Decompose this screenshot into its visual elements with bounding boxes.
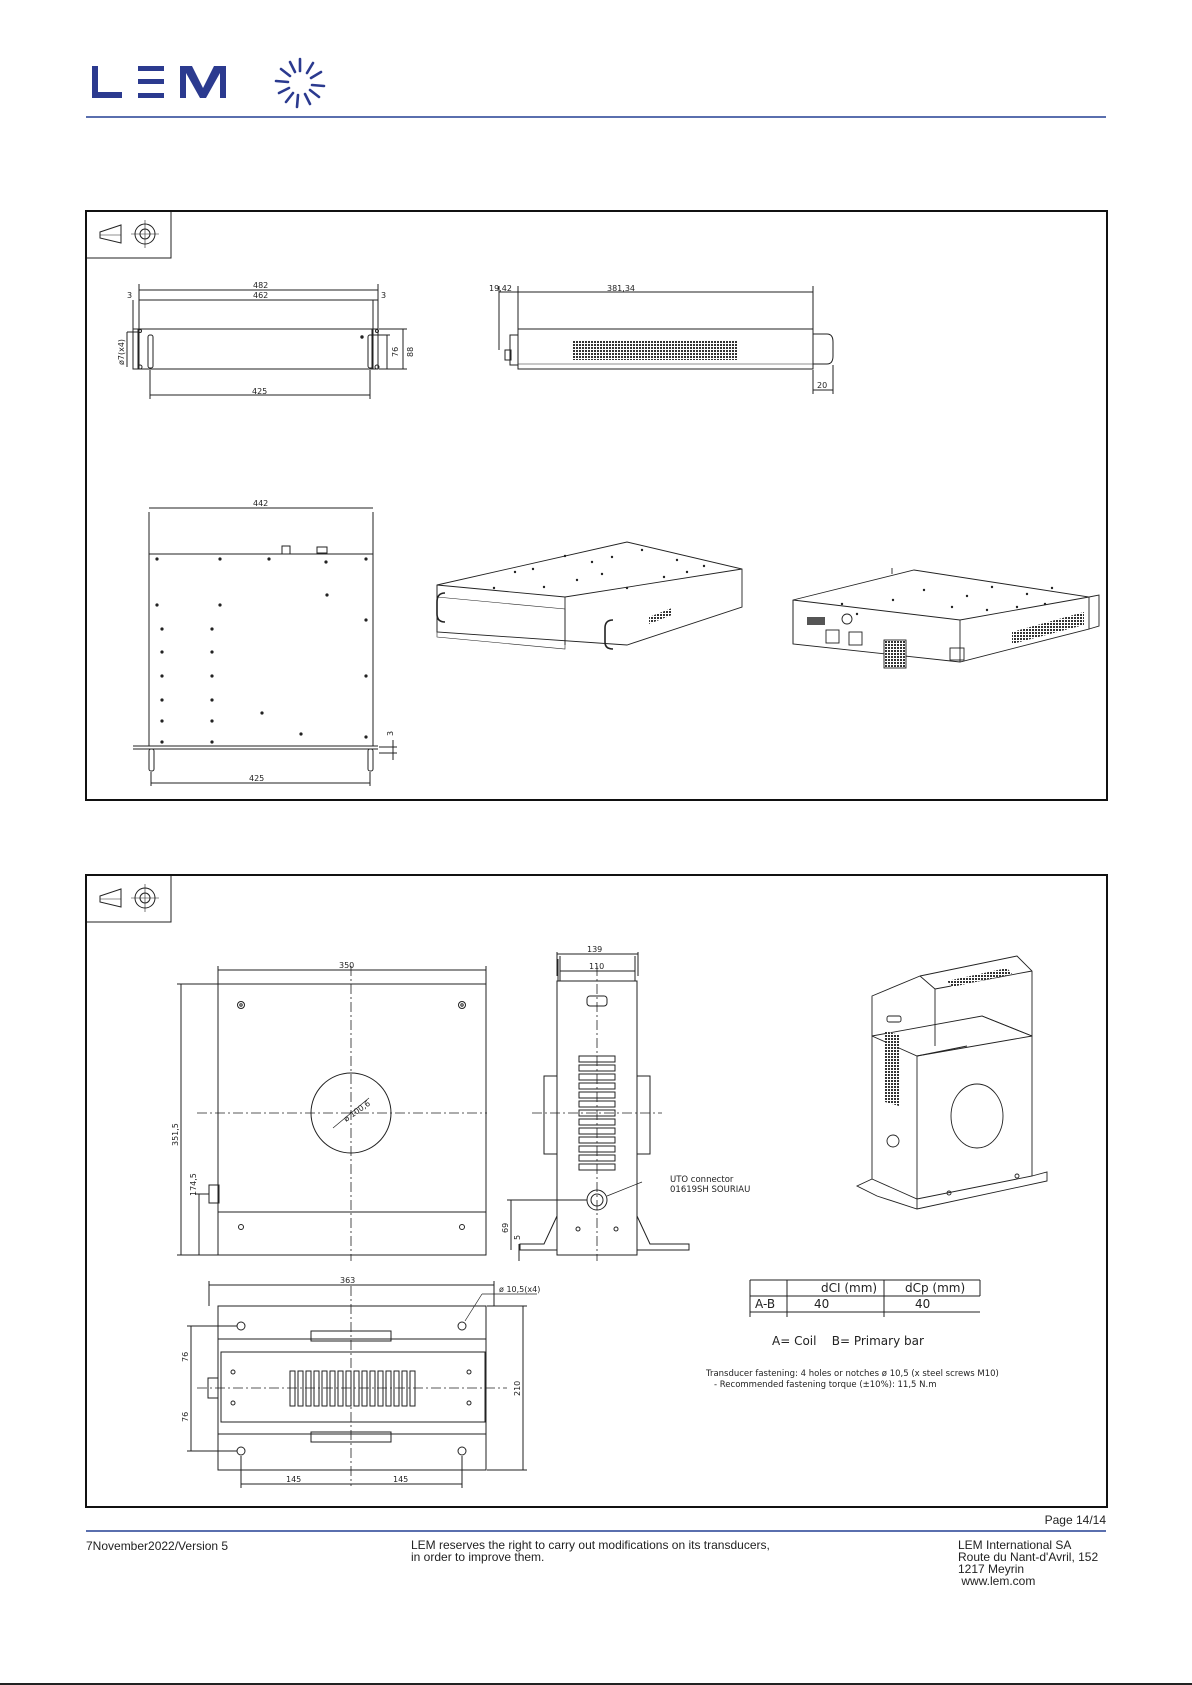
sunburst-logo-icon xyxy=(274,57,326,109)
rack-isometric-rear xyxy=(792,568,1100,669)
dim-19-42: 19,42 xyxy=(489,284,512,293)
rack-drawing: 482 462 3 3 76 88 425 ø7(x4) 19,42 381,3… xyxy=(87,212,1100,786)
connector-label-2: 01619SH SOURIAU xyxy=(670,1185,750,1195)
dim-425-top: 425 xyxy=(249,774,264,783)
projection-symbol-icon xyxy=(99,220,159,248)
dim-139: 139 xyxy=(587,945,602,954)
fastening-note-2: - Recommended fastening torque (±10%): 1… xyxy=(714,1380,937,1390)
distance-table xyxy=(749,1279,981,1317)
table-value-dci: 40 xyxy=(814,1297,829,1311)
rack-isometric-front xyxy=(436,541,743,650)
transducer-side-view xyxy=(507,952,690,1261)
legend-text: A= Coil B= Primary bar xyxy=(772,1334,924,1348)
dim-363: 363 xyxy=(340,1276,355,1285)
transducer-drawing: 350 351,5 174,5 ø 100,6 xyxy=(87,876,1048,1488)
footer-version: 7November2022/Version 5 xyxy=(86,1539,229,1553)
dim-442: 442 xyxy=(253,499,268,508)
footer-address: LEM International SA Route du Nant-d'Avr… xyxy=(958,1539,1098,1587)
dim-351-5: 351,5 xyxy=(171,1123,180,1146)
transducer-front-view xyxy=(177,966,487,1261)
company-name: LEM International SA xyxy=(958,1538,1072,1552)
lem-logo xyxy=(92,66,226,98)
rack-front-view xyxy=(126,284,407,399)
dim-3-top: 3 xyxy=(386,731,395,736)
transducer-bottom-view xyxy=(187,1281,537,1488)
disclaimer-line-2: in order to improve them. xyxy=(411,1550,545,1564)
rack-top-view xyxy=(133,507,397,786)
transducer-isometric-view xyxy=(855,955,1048,1210)
side-vent-slots xyxy=(578,1055,616,1171)
city: 1217 Meyrin xyxy=(958,1562,1025,1576)
drawing-panel-transducer: 350 351,5 174,5 ø 100,6 xyxy=(85,874,1108,1508)
website-link[interactable]: www.lem.com xyxy=(958,1574,1036,1588)
bottom-vent-slots xyxy=(289,1370,416,1407)
dim-110: 110 xyxy=(589,962,604,971)
footer-rule xyxy=(86,1530,1106,1532)
dim-482: 482 xyxy=(253,281,268,290)
dim-462: 462 xyxy=(253,291,268,300)
connector-label-1: UTO connector xyxy=(670,1175,734,1185)
table-header-dci: dCI (mm) xyxy=(821,1281,877,1295)
table-row-label: A-B xyxy=(755,1297,775,1311)
table-header-dcp: dCp (mm) xyxy=(905,1281,965,1295)
page-bottom-line xyxy=(0,1683,1192,1685)
page-number: Page 14/14 xyxy=(1044,1513,1106,1527)
dim-76-top: 76 xyxy=(181,1352,190,1362)
projection-symbol-icon xyxy=(99,884,159,912)
dim-ear-left: 3 xyxy=(127,291,132,300)
dim-381-34: 381,34 xyxy=(607,284,635,293)
dim-20: 20 xyxy=(817,381,827,390)
dim-ear-right: 3 xyxy=(381,291,386,300)
dim-5: 5 xyxy=(513,1235,522,1240)
table-value-dcp: 40 xyxy=(915,1297,930,1311)
dim-174-5: 174,5 xyxy=(189,1173,198,1196)
dim-88: 88 xyxy=(406,347,415,357)
fastening-note-1: Transducer fastening: 4 holes or notches… xyxy=(705,1369,999,1379)
dim-350: 350 xyxy=(339,961,354,970)
dim-145-left: 145 xyxy=(286,1475,301,1484)
rack-side-view xyxy=(498,286,834,394)
dim-69: 69 xyxy=(501,1223,510,1233)
header-rule xyxy=(86,116,1106,118)
dim-210: 210 xyxy=(513,1381,522,1396)
disclaimer-line-1: LEM reserves the right to carry out modi… xyxy=(411,1538,770,1552)
dim-hole-diameter: ø7(x4) xyxy=(117,339,126,365)
dim-425-front: 425 xyxy=(252,387,267,396)
drawing-panel-rack: 482 462 3 3 76 88 425 ø7(x4) 19,42 381,3… xyxy=(85,210,1108,801)
dim-76: 76 xyxy=(391,347,400,357)
dim-aperture: ø 100,6 xyxy=(342,1099,372,1124)
dim-145-right: 145 xyxy=(393,1475,408,1484)
dim-76-bottom: 76 xyxy=(181,1412,190,1422)
hole-callout: ø 10,5(x4) xyxy=(499,1285,540,1294)
street-address: Route du Nant-d'Avril, 152 xyxy=(958,1550,1099,1564)
footer-disclaimer: LEM reserves the right to carry out modi… xyxy=(411,1539,791,1563)
